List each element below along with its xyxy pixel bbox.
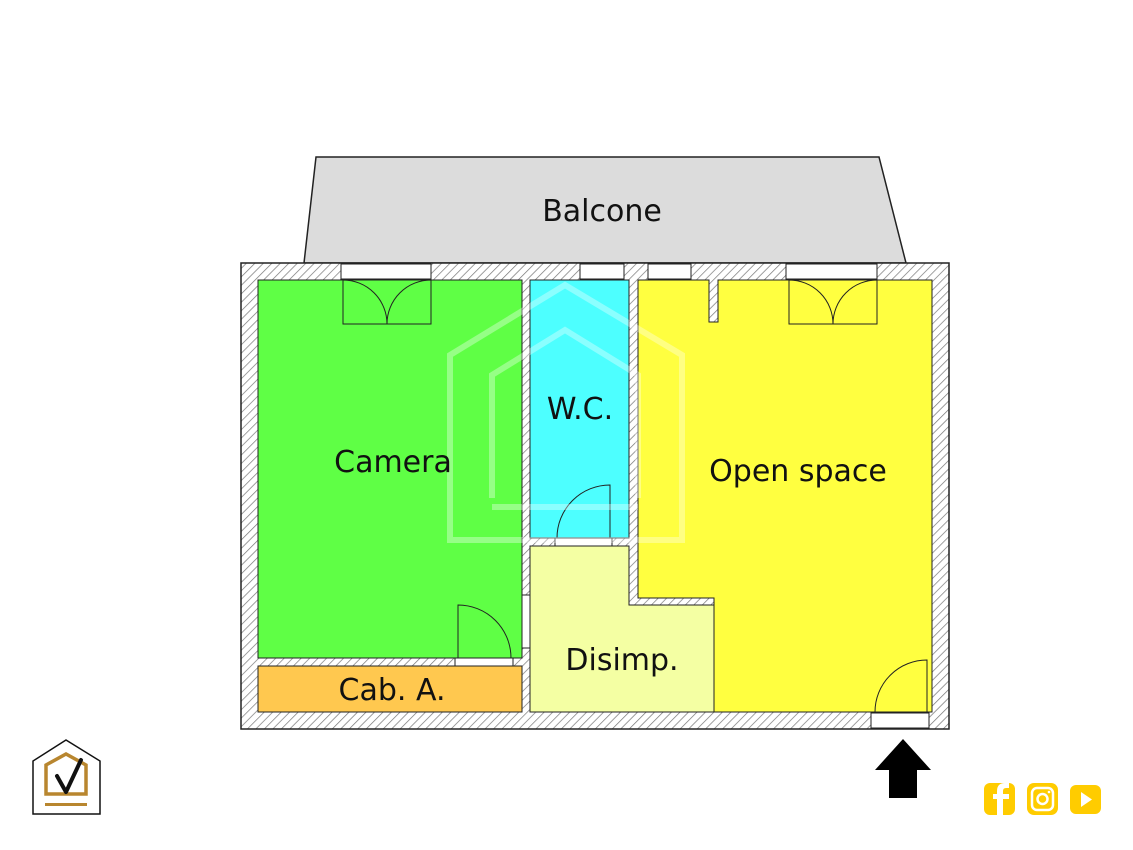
balcone-label: Balcone [542, 194, 662, 229]
open-space-room [637, 279, 933, 713]
camera-room [257, 279, 523, 659]
youtube-icon[interactable] [1070, 785, 1101, 814]
doors [342, 279, 928, 713]
cabina-armadio-label: Cab. A. [339, 673, 446, 708]
wc-label: W.C. [547, 392, 613, 427]
cabina-armadio-room [257, 665, 523, 713]
arrow-up-icon [875, 739, 931, 798]
disimpegno-label: Disimp. [565, 643, 678, 678]
instagram-icon[interactable] [1027, 783, 1058, 815]
open-space-label: Open space [709, 454, 887, 489]
camera-label: Camera [334, 445, 452, 480]
facebook-icon[interactable] [984, 783, 1015, 815]
watermark-logo [447, 281, 685, 543]
company-logo [32, 739, 101, 815]
